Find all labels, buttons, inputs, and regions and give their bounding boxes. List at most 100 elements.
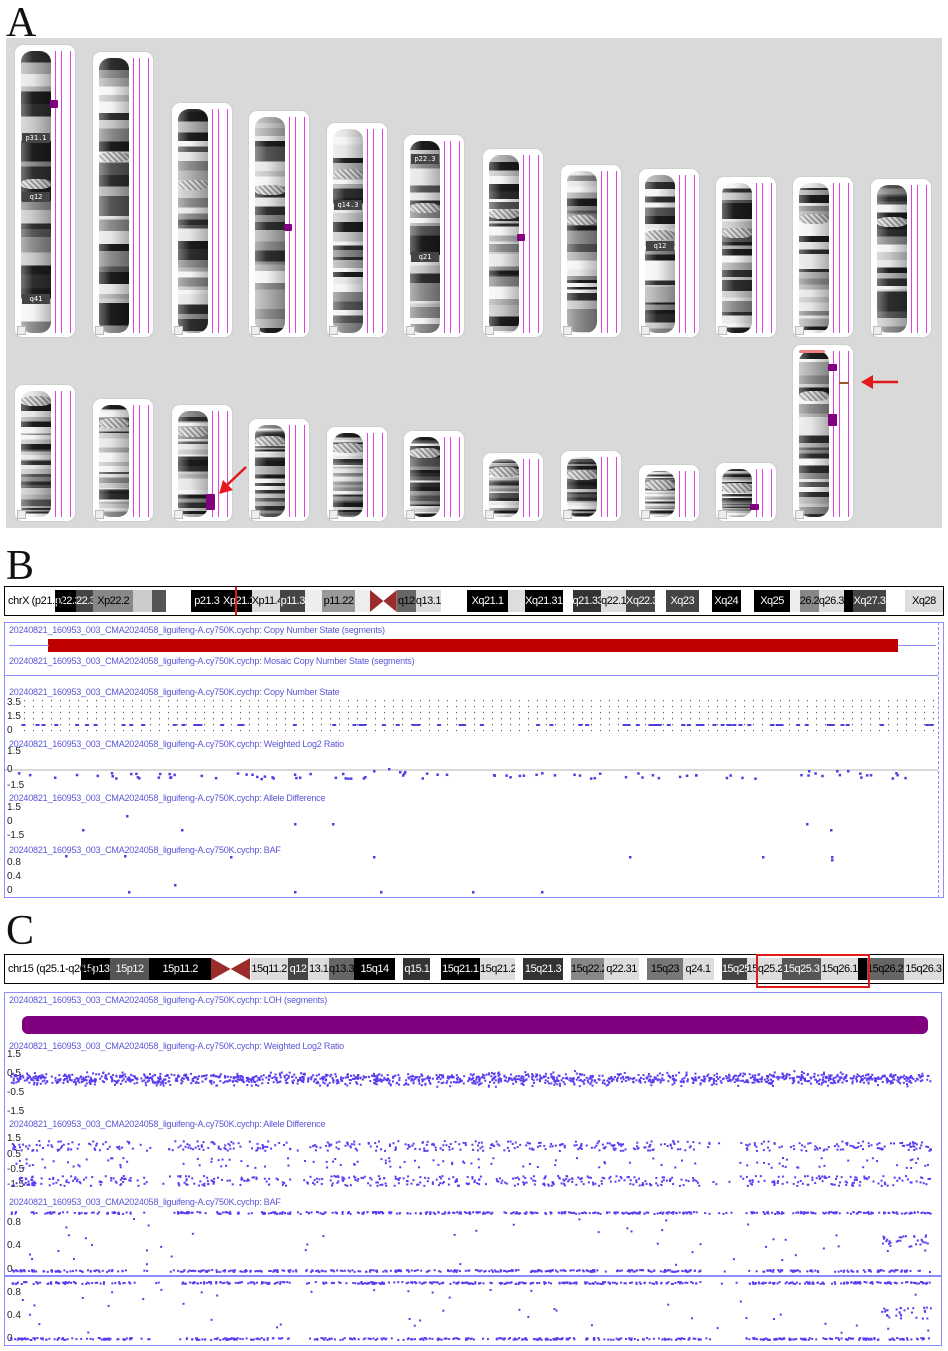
band[interactable]: 15p11.2 xyxy=(149,958,212,980)
centromere-icon[interactable] xyxy=(370,590,397,612)
band[interactable]: Xq24 xyxy=(711,590,741,612)
band[interactable]: q22.31 xyxy=(603,958,640,980)
y-label: 0.4 xyxy=(7,871,21,882)
band[interactable]: 15p12 xyxy=(109,958,150,980)
band[interactable]: Xq23 xyxy=(666,590,699,612)
band[interactable]: Xp21.1 xyxy=(223,590,252,612)
band[interactable]: q24.1 xyxy=(682,958,714,980)
scroll-edge[interactable] xyxy=(938,622,941,898)
band[interactable] xyxy=(885,590,905,612)
arrow-layer xyxy=(219,375,898,494)
centromere-icon[interactable] xyxy=(211,958,251,980)
y-label: 0.5 xyxy=(7,1068,21,1079)
band[interactable]: q13.1 xyxy=(415,590,441,612)
band[interactable]: 15q25 xyxy=(721,958,747,980)
band[interactable]: Xq28 xyxy=(904,590,943,612)
band[interactable] xyxy=(305,590,323,612)
loh-segment[interactable] xyxy=(22,1016,928,1034)
band[interactable]: Xq21.1 xyxy=(467,590,508,612)
band[interactable]: q13.3 xyxy=(329,958,354,980)
band[interactable]: q22.1 xyxy=(601,590,626,612)
band[interactable] xyxy=(395,958,404,980)
band[interactable]: 15q25.3 xyxy=(781,958,822,980)
band[interactable]: 15q21.1 xyxy=(440,958,480,980)
band[interactable] xyxy=(740,590,754,612)
band[interactable]: q12 xyxy=(396,590,416,612)
arrow-icon xyxy=(224,466,247,488)
band[interactable] xyxy=(133,590,153,612)
y-label: -1.5 xyxy=(7,1179,25,1190)
track-label-cn-segments: 20240821_160953_003_CMA2024058_liguifeng… xyxy=(9,625,385,635)
track-panel-c-lower[interactable] xyxy=(4,1276,942,1346)
track-label-log2: 20240821_160953_003_CMA2024058_liguifeng… xyxy=(9,1041,344,1051)
band[interactable]: 15q21.2 xyxy=(479,958,516,980)
band[interactable]: p11.3 xyxy=(280,590,306,612)
track-panel-c[interactable] xyxy=(4,992,942,1276)
band[interactable]: 15q26.3 xyxy=(903,958,943,980)
band[interactable] xyxy=(562,958,571,980)
y-label: -0.5 xyxy=(7,1087,25,1098)
band[interactable]: q15.1 xyxy=(403,958,431,980)
band[interactable]: Xp11.4 xyxy=(251,590,281,612)
band[interactable]: Xq27.3 xyxy=(853,590,886,612)
band[interactable] xyxy=(165,590,191,612)
band[interactable] xyxy=(515,958,524,980)
band[interactable] xyxy=(430,958,441,980)
band[interactable] xyxy=(654,590,667,612)
band[interactable]: 15q26.1 xyxy=(821,958,859,980)
y-label: 1.5 xyxy=(7,746,21,757)
band[interactable]: 15q21.3 xyxy=(523,958,563,980)
band[interactable]: 13.1 xyxy=(308,958,330,980)
chromosome-label: chr15 (q25.1-q26.1) xyxy=(8,963,98,975)
y-label: 1.5 xyxy=(7,1049,21,1060)
y-label: 0 xyxy=(7,1264,13,1275)
band[interactable]: q12 xyxy=(287,958,309,980)
y-label: -1.5 xyxy=(7,830,25,841)
band[interactable] xyxy=(354,590,371,612)
band[interactable]: 15q14 xyxy=(353,958,396,980)
band[interactable]: p21.3 xyxy=(190,590,224,612)
band[interactable] xyxy=(790,590,800,612)
chromosome-x-ideogram[interactable]: p22.3322.31Xp22.2p21.3Xp21.1Xp11.4p11.3p… xyxy=(4,586,944,616)
arrow-head-icon xyxy=(861,375,873,389)
ideogram-bands: p22.3322.31Xp22.2p21.3Xp21.1Xp11.4p11.3p… xyxy=(7,590,943,612)
band[interactable]: 22.31 xyxy=(76,590,94,612)
chromosome-label: chrX (p21.1) xyxy=(8,595,64,607)
copy-number-segment[interactable] xyxy=(48,639,898,652)
band[interactable]: Xq22.3 xyxy=(625,590,655,612)
band[interactable]: 15q23 xyxy=(647,958,683,980)
track-label-baf: 20240821_160953_003_CMA2024058_liguifeng… xyxy=(9,1197,281,1207)
band[interactable]: p11.22 xyxy=(322,590,355,612)
track-divider xyxy=(4,675,938,676)
band[interactable]: Xq21.31 xyxy=(524,590,563,612)
y-label: 0.4 xyxy=(7,1240,21,1251)
band[interactable] xyxy=(843,590,854,612)
y-label: 3.5 xyxy=(7,697,21,708)
band[interactable] xyxy=(562,590,573,612)
band[interactable]: 15q11.2 xyxy=(250,958,288,980)
y-label: -1.5 xyxy=(7,1106,25,1117)
band[interactable]: 26.2 xyxy=(799,590,819,612)
band[interactable] xyxy=(639,958,648,980)
band[interactable]: q21.33 xyxy=(572,590,602,612)
band[interactable]: Xp22.2 xyxy=(93,590,134,612)
band[interactable]: 15q22.2 xyxy=(570,958,604,980)
y-label: -0.5 xyxy=(7,1164,25,1175)
band[interactable]: 15q26.2 xyxy=(866,958,904,980)
band[interactable]: Xq25 xyxy=(753,590,791,612)
y-label: 0 xyxy=(7,885,13,896)
panel-label-b: B xyxy=(6,543,35,589)
band[interactable]: q26.3 xyxy=(818,590,844,612)
band[interactable] xyxy=(507,590,525,612)
band[interactable]: 15q25.2 xyxy=(746,958,782,980)
y-label: 0 xyxy=(7,764,13,775)
y-label: -1.5 xyxy=(7,780,25,791)
band[interactable] xyxy=(713,958,722,980)
band[interactable] xyxy=(858,958,867,980)
band[interactable] xyxy=(698,590,712,612)
band[interactable] xyxy=(440,590,468,612)
y-label: 0.8 xyxy=(7,1287,21,1298)
y-label: 0.8 xyxy=(7,857,21,868)
band[interactable] xyxy=(152,590,166,612)
